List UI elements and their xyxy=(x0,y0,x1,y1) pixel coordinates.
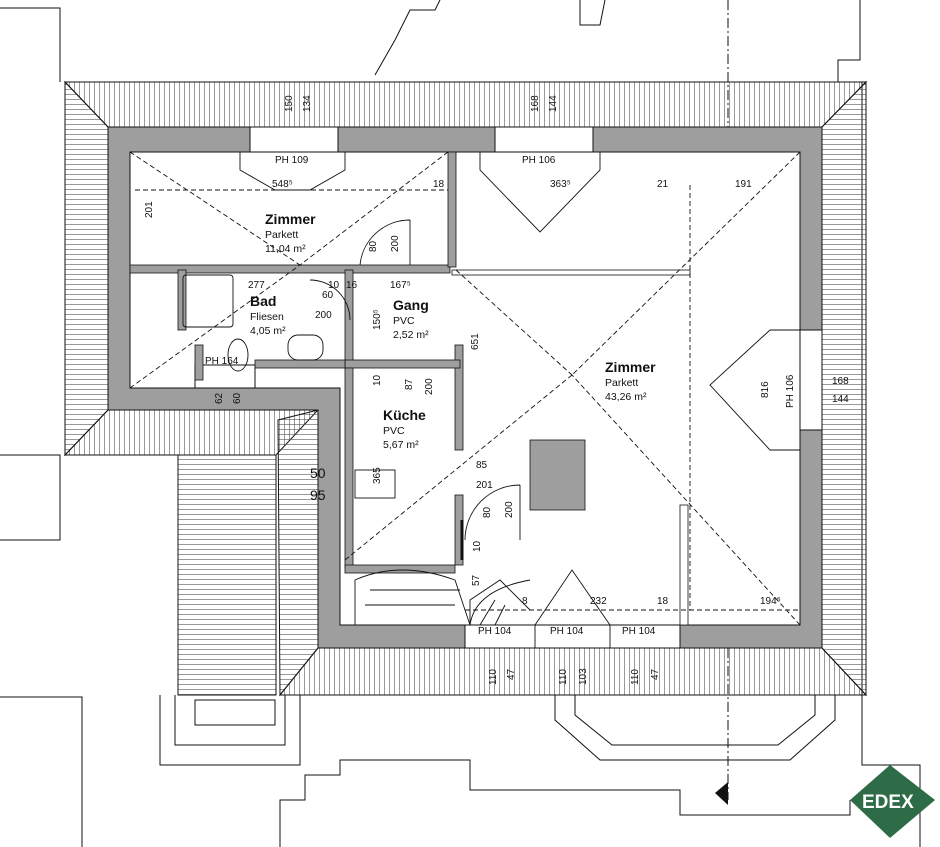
interior-walls xyxy=(129,151,691,626)
dim-201-b: 201 xyxy=(476,480,493,491)
dim-363: 363⁵ xyxy=(550,179,571,190)
room-kueche-floor: PVC xyxy=(383,425,405,437)
dim-57: 57 xyxy=(471,574,482,586)
dim-144-top: 144 xyxy=(548,95,559,112)
dim-200-c: 200 xyxy=(424,378,435,395)
room-zimmer1-area: 11,04 m² xyxy=(265,243,306,255)
dim-110-a: 110 xyxy=(488,669,499,685)
window-ph109: PH 109 xyxy=(275,155,309,166)
bay-outline xyxy=(159,695,836,766)
stair-2 xyxy=(469,579,531,626)
room-kueche-area: 5,67 m² xyxy=(383,439,419,451)
dim-651: 651 xyxy=(470,333,481,350)
dim-167: 167⁵ xyxy=(390,280,411,291)
dim-50: 50 xyxy=(310,465,326,481)
dim-144-right: 144 xyxy=(832,394,849,405)
stair xyxy=(354,569,471,626)
dormer-windows xyxy=(239,152,800,648)
dim-168-top: 168 xyxy=(530,95,541,112)
door-arc-1 xyxy=(359,219,411,266)
door-arc-2 xyxy=(309,279,351,321)
window-ph104-a: PH 104 xyxy=(478,626,512,637)
door-arc-3 xyxy=(464,484,521,541)
dim-150-5: 150⁵ xyxy=(372,309,383,330)
window-labels: PH 109 PH 106 PH 164 PH 106 PH 104 PH 10… xyxy=(205,155,796,637)
dim-16: 16 xyxy=(346,280,358,291)
dim-8: 8 xyxy=(522,596,528,607)
dim-200-d: 200 xyxy=(504,501,515,518)
dim-134: 134 xyxy=(302,95,313,112)
dim-95: 95 xyxy=(310,487,326,503)
dim-150: 150 xyxy=(284,95,295,112)
window-ph106-top: PH 106 xyxy=(522,155,556,166)
dim-816: 816 xyxy=(760,381,771,398)
dimension-labels: 150 134 168 144 548⁵ 18 363⁵ 21 191 201 … xyxy=(144,95,849,685)
dim-168-right: 168 xyxy=(832,376,849,387)
room-bad-area: 4,05 m² xyxy=(250,325,286,337)
dim-80-a: 80 xyxy=(368,240,379,252)
room-zimmer1-name: Zimmer xyxy=(265,211,316,227)
room-labels: Zimmer Parkett 11,04 m² Bad Fliesen 4,05… xyxy=(250,211,656,451)
dim-200-a: 200 xyxy=(390,235,401,252)
dim-62: 62 xyxy=(214,392,225,404)
room-zimmer2-name: Zimmer xyxy=(605,359,656,375)
dim-548: 548⁵ xyxy=(272,179,293,190)
dim-18-b: 18 xyxy=(657,596,669,607)
logo-text: EDEX xyxy=(862,792,914,813)
dim-201-left: 201 xyxy=(144,201,155,218)
dim-277: 277 xyxy=(248,280,265,291)
stove xyxy=(354,469,396,499)
dim-200-b: 200 xyxy=(315,310,332,321)
window-ph104-b: PH 104 xyxy=(550,626,584,637)
dim-87: 87 xyxy=(404,378,415,390)
room-zimmer2-area: 43,26 m² xyxy=(605,391,647,403)
room-zimmer1-floor: Parkett xyxy=(265,229,298,241)
fixtures xyxy=(182,219,531,626)
dim-365: 365 xyxy=(372,467,383,484)
dim-60-a: 60 xyxy=(322,290,334,301)
dim-85: 85 xyxy=(476,460,488,471)
dim-232: 232 xyxy=(590,596,607,607)
room-zimmer2-floor: Parkett xyxy=(605,377,638,389)
wc xyxy=(227,338,249,372)
dim-10-b: 10 xyxy=(372,374,383,386)
sink xyxy=(287,334,324,361)
dim-10-a: 10 xyxy=(328,280,340,291)
dim-47-a: 47 xyxy=(506,668,517,680)
dim-80-b: 80 xyxy=(482,506,493,518)
dim-21: 21 xyxy=(657,179,669,190)
dim-10-c: 10 xyxy=(472,540,483,552)
dim-47-b: 47 xyxy=(650,668,661,680)
room-bad-name: Bad xyxy=(250,293,276,309)
dim-194: 194⁵ xyxy=(760,596,781,607)
roof-hatching xyxy=(63,80,868,697)
room-bad-floor: Fliesen xyxy=(250,311,284,323)
window-ph106-right: PH 106 xyxy=(785,374,796,408)
room-gang-floor: PVC xyxy=(393,315,415,327)
dim-191: 191 xyxy=(735,179,752,190)
room-gang-name: Gang xyxy=(393,297,429,313)
bathtub xyxy=(182,274,234,328)
north-arrow-icon xyxy=(715,782,728,805)
room-gang-area: 2,52 m² xyxy=(393,329,429,341)
dim-60-b: 60 xyxy=(232,392,243,404)
room-kueche-name: Küche xyxy=(383,407,426,423)
window-ph104-c: PH 104 xyxy=(622,626,656,637)
edex-logo: EDEX xyxy=(850,765,935,838)
dim-110-c: 110 xyxy=(630,669,641,685)
dim-103: 103 xyxy=(578,668,589,685)
dim-110-b: 110 xyxy=(558,669,569,685)
window-ph164: PH 164 xyxy=(205,356,239,367)
dim-18-a: 18 xyxy=(433,179,445,190)
